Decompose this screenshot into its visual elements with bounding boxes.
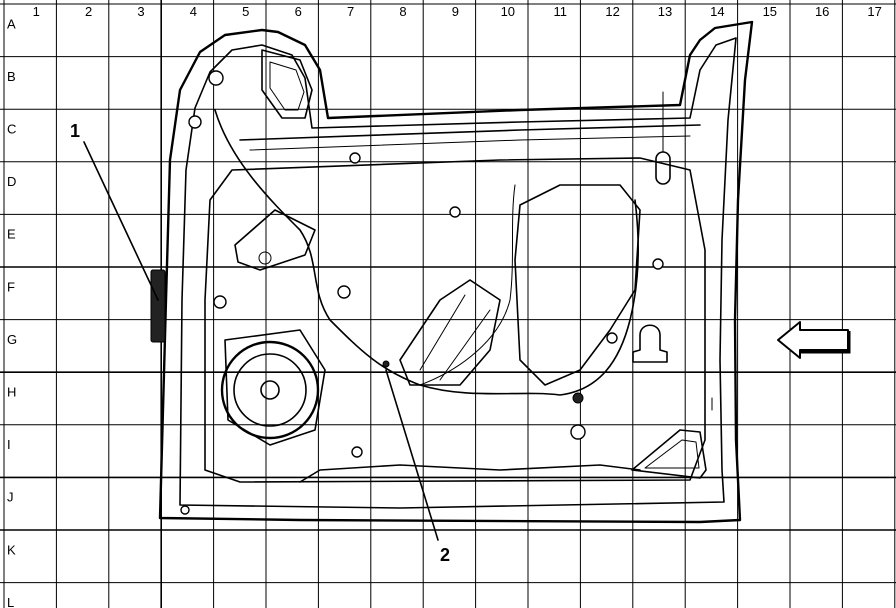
callout-1-leader bbox=[83, 141, 159, 301]
grid-column-label: 5 bbox=[242, 4, 249, 19]
lower-trim bbox=[299, 464, 641, 483]
grid-column-label: 13 bbox=[658, 4, 672, 19]
fastener bbox=[188, 115, 202, 129]
mirror-mount bbox=[261, 49, 313, 119]
door-panel bbox=[150, 20, 754, 524]
fastener bbox=[382, 360, 390, 368]
door-inner-frame bbox=[179, 37, 737, 509]
grid-row-label: I bbox=[7, 437, 11, 452]
speaker-center bbox=[260, 380, 280, 400]
grid-column-label: 4 bbox=[190, 4, 197, 19]
window-regulator bbox=[399, 279, 501, 386]
grid-row-label: L bbox=[7, 595, 14, 608]
grid-row-label: G bbox=[7, 332, 17, 347]
speaker-outer bbox=[220, 340, 320, 440]
lock-latch bbox=[655, 151, 671, 185]
grid-row-label: K bbox=[7, 542, 16, 557]
grid-column-label: 14 bbox=[710, 4, 724, 19]
window-regulator-arm bbox=[419, 294, 491, 381]
grid-column-label: 8 bbox=[399, 4, 406, 19]
grid-row-label: A bbox=[7, 16, 16, 31]
grid-column-label: 2 bbox=[85, 4, 92, 19]
fastener bbox=[606, 332, 618, 344]
callout-2-leader bbox=[385, 369, 439, 541]
grid-column-label: 3 bbox=[137, 4, 144, 19]
fastener bbox=[208, 70, 224, 86]
grid-column-label: 1 bbox=[33, 4, 40, 19]
callout-leaders bbox=[83, 141, 439, 541]
fastener bbox=[351, 446, 363, 458]
upper-bracket-hole bbox=[258, 251, 272, 265]
fastener bbox=[349, 152, 361, 164]
grid-row-label: C bbox=[7, 122, 16, 137]
window-sill-inner bbox=[249, 135, 691, 151]
grid-row-label: H bbox=[7, 385, 16, 400]
lower-right-bracket-inner bbox=[644, 439, 700, 469]
grid-row-label: E bbox=[7, 227, 16, 242]
callout-2-label: 2 bbox=[440, 545, 450, 565]
latch-keyhole bbox=[632, 324, 668, 363]
grid-row-label: F bbox=[7, 279, 15, 294]
callout-1-label: 1 bbox=[70, 121, 80, 141]
arrow-left-icon bbox=[777, 321, 851, 359]
fastener bbox=[337, 285, 351, 299]
access-opening bbox=[514, 184, 641, 386]
fastener bbox=[449, 206, 461, 218]
grid-column-label: 12 bbox=[605, 4, 619, 19]
fastener bbox=[652, 258, 664, 270]
speaker-cone bbox=[233, 353, 307, 427]
wiring-harness-branch bbox=[419, 184, 516, 386]
window-sill bbox=[239, 124, 701, 141]
grid-row-label: B bbox=[7, 69, 16, 84]
wiring-harness bbox=[214, 109, 640, 396]
speaker-housing bbox=[224, 329, 326, 446]
fastener bbox=[180, 505, 190, 515]
lower-right-bracket bbox=[631, 429, 707, 479]
mirror-mount-inner bbox=[269, 61, 305, 111]
grid-column-label: 17 bbox=[867, 4, 881, 19]
grid-column-label: 15 bbox=[763, 4, 777, 19]
fastener bbox=[213, 295, 227, 309]
inner-panel-frame bbox=[204, 157, 706, 483]
grid-column-label: 7 bbox=[347, 4, 354, 19]
hinge-connector bbox=[150, 269, 166, 343]
upper-bracket bbox=[234, 209, 316, 271]
grid-column-label: 16 bbox=[815, 4, 829, 19]
fasteners bbox=[180, 70, 664, 515]
fastener bbox=[570, 424, 586, 440]
fastener bbox=[572, 392, 584, 404]
grid-column-label: 11 bbox=[553, 4, 567, 19]
grid-column-label: 10 bbox=[501, 4, 515, 19]
grid-row-label: J bbox=[7, 490, 14, 505]
grid-column-label: 9 bbox=[452, 4, 459, 19]
grid-column-label: 6 bbox=[295, 4, 302, 19]
door-outer-frame bbox=[158, 20, 754, 524]
grid-row-label: D bbox=[7, 174, 16, 189]
